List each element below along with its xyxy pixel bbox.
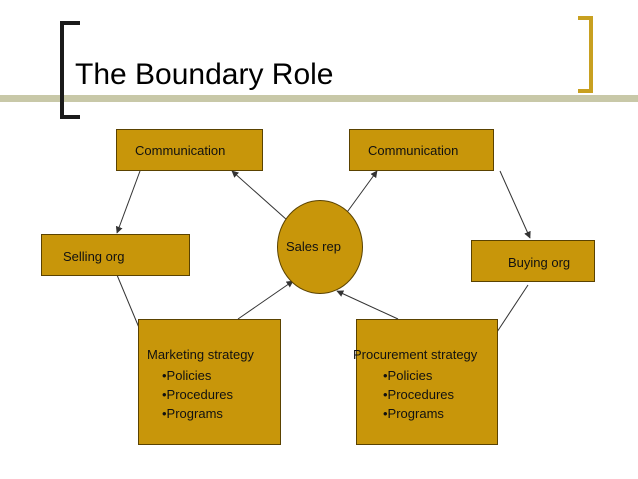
selling-org-box: Selling org [41, 234, 190, 276]
marketing-item: •Programs [162, 406, 223, 421]
procurement-item: •Programs [383, 406, 444, 421]
right-bracket [578, 16, 593, 93]
selling-org-label: Selling org [63, 249, 125, 264]
arrow-communication-to-selling [115, 170, 141, 234]
marketing-item: •Procedures [162, 387, 234, 402]
slide-title: The Boundary Role [75, 58, 334, 91]
marketing-strategy-list: •Policies •Procedures •Programs [162, 366, 233, 423]
sales-rep-circle: Sales rep [277, 200, 363, 294]
communication-left-label: Communication [135, 143, 226, 158]
buying-org-label: Buying org [508, 255, 571, 270]
title-bar [0, 95, 638, 102]
buying-org-box: Buying org [471, 240, 595, 282]
sales-rep-label: Sales rep [286, 239, 341, 254]
procurement-strategy-heading: Procurement strategy [353, 347, 478, 362]
line-buying-to-procurement [496, 284, 529, 333]
procurement-item: •Procedures [383, 387, 455, 402]
procurement-strategy-list: •Policies •Procedures •Programs [383, 366, 454, 423]
communication-right-box: Communication [349, 129, 494, 171]
procurement-item: •Policies [383, 368, 433, 383]
procurement-strategy-box: Procurement strategy •Policies •Procedur… [353, 319, 498, 445]
arrow-marketing-to-salesrep [237, 280, 294, 320]
arrow-communication-to-buying [499, 170, 531, 239]
arrow-salesrep-to-communication-right [344, 170, 378, 216]
left-bracket [60, 21, 80, 119]
arrow-salesrep-to-communication-left [231, 170, 288, 221]
communication-left-box: Communication [116, 129, 263, 171]
arrow-procurement-to-salesrep [336, 290, 399, 320]
marketing-item: •Policies [162, 368, 212, 383]
line-selling-to-marketing [116, 274, 141, 331]
marketing-strategy-heading: Marketing strategy [147, 347, 254, 362]
communication-right-label: Communication [368, 143, 459, 158]
marketing-strategy-box: Marketing strategy •Policies •Procedures… [138, 319, 281, 445]
